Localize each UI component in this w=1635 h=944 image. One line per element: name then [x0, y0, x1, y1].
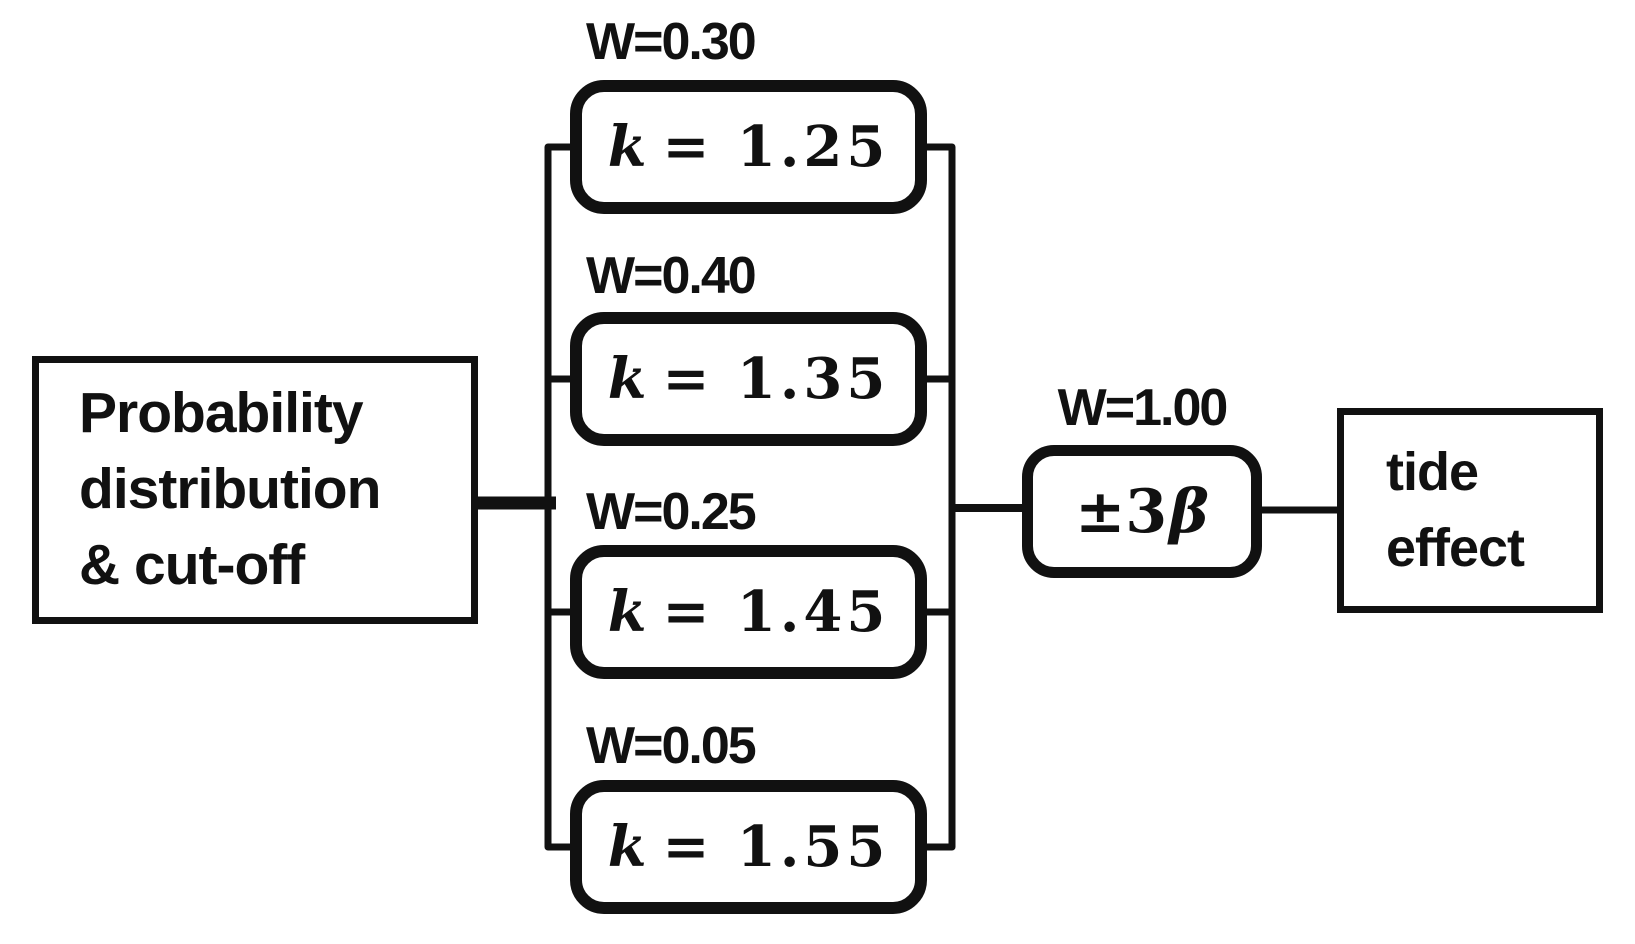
result-text-line: effect	[1386, 517, 1525, 578]
k-equation-value: = 1.35	[662, 346, 890, 412]
branch-node-k-3: k = 1.45	[570, 545, 927, 679]
branch-node-k-1: k = 1.25	[570, 80, 927, 214]
right-bracket	[917, 143, 956, 851]
beta-symbol: β	[1169, 476, 1209, 547]
k-variable-symbol: k	[607, 579, 647, 645]
root-node-text-line: Probability	[79, 381, 364, 446]
root-node-text-line: distribution	[79, 457, 381, 522]
k-variable-symbol: k	[607, 114, 647, 180]
branch-weight-label-4: W=0.05	[586, 717, 757, 775]
branch-node-k-2: k = 1.35	[570, 312, 927, 446]
branch-weight-label-3: W=0.25	[586, 483, 757, 541]
k-equation-value: = 1.55	[662, 814, 890, 880]
k-equation-value: = 1.25	[662, 114, 890, 180]
k-variable-symbol: k	[607, 346, 647, 412]
k-variable-symbol: k	[607, 814, 647, 880]
merge-node-plus-minus-3-beta: ±3 β	[1022, 445, 1262, 578]
merge-weight-label: W=1.00	[1057, 379, 1229, 437]
branch-weight-label-1: W=0.30	[586, 13, 757, 71]
left-bracket	[544, 143, 585, 851]
k-equation-value: = 1.45	[662, 579, 890, 645]
root-node-text-line: & cut-off	[79, 532, 305, 597]
result-node-tide-effect: tide effect	[1337, 408, 1603, 613]
result-text-line: tide	[1386, 441, 1479, 502]
branch-weight-label-2: W=0.40	[586, 247, 757, 305]
merge-value: ±3	[1075, 476, 1168, 547]
branch-node-k-4: k = 1.55	[570, 780, 927, 914]
root-node-probability-distribution: Probability distribution & cut-off	[32, 356, 478, 624]
